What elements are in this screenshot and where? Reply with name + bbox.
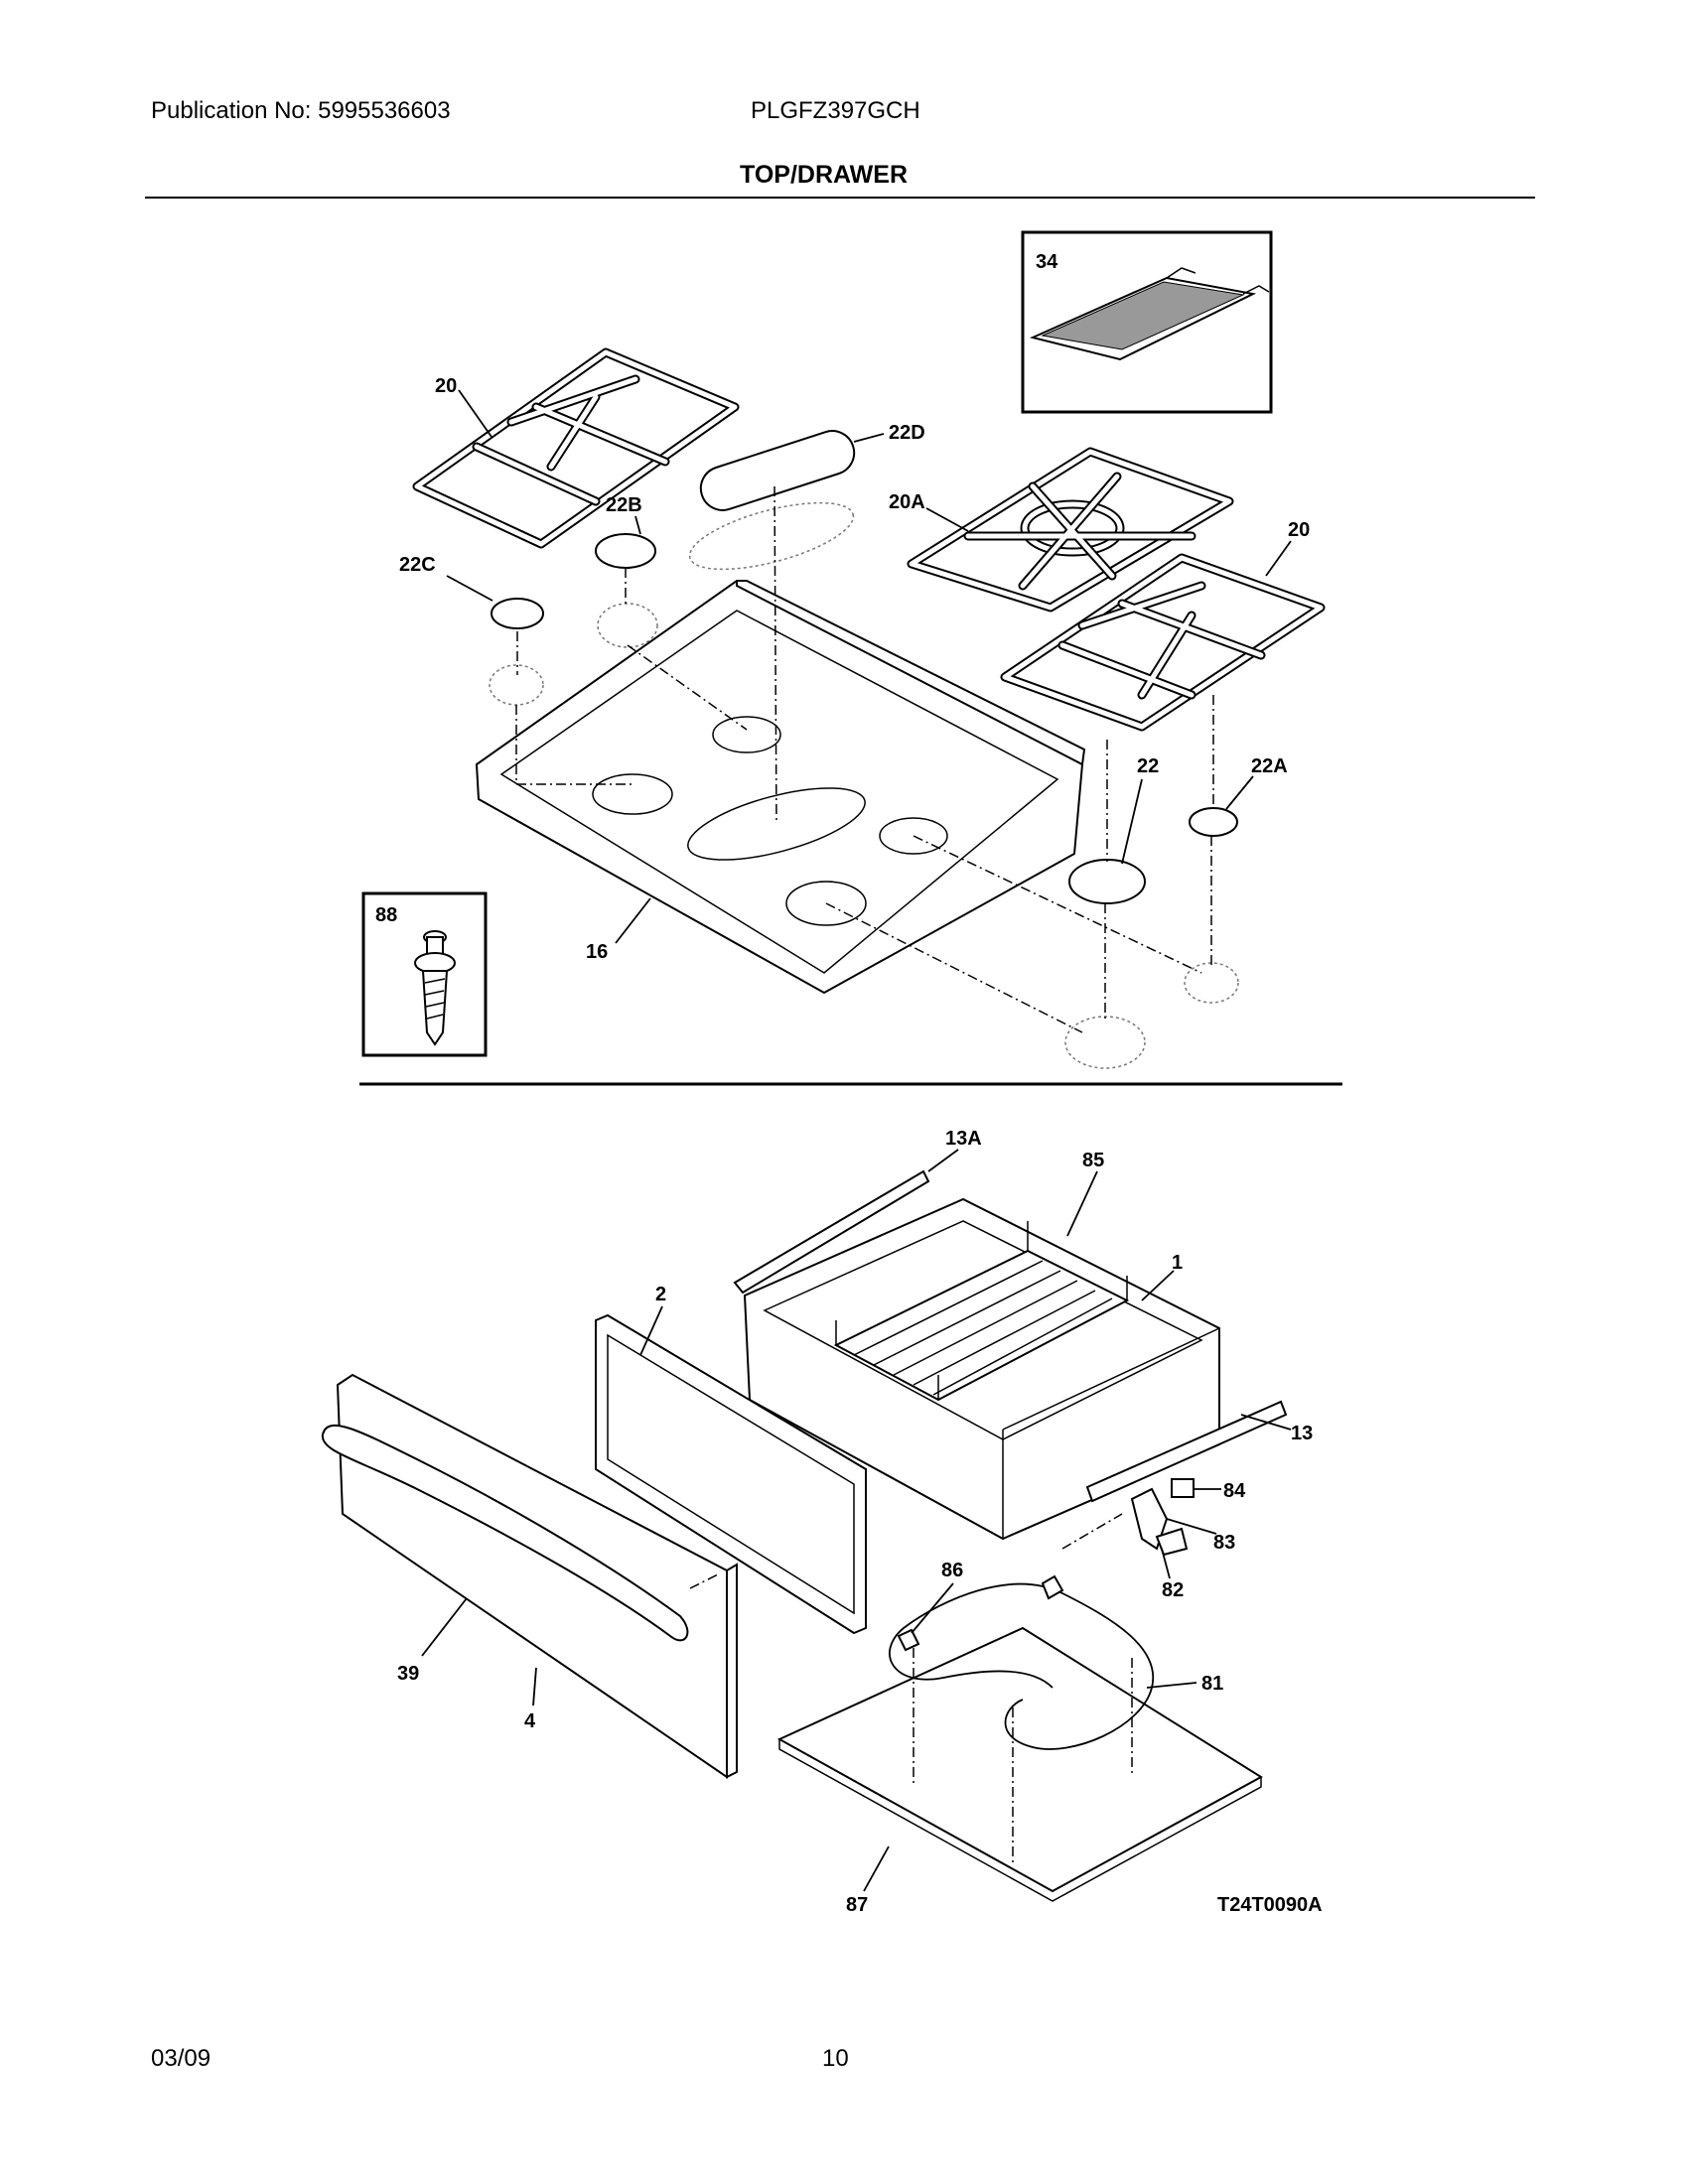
callout-87: 87 <box>846 1894 868 1916</box>
burner-head-ghost <box>1184 962 1239 1004</box>
assembly-line <box>774 485 777 825</box>
callout-20-right: 20 <box>1288 519 1310 541</box>
callout-20-left: 20 <box>435 375 457 397</box>
grate-center-right <box>907 447 1234 613</box>
drawer-slide-13 <box>1085 1400 1288 1503</box>
leader-line <box>1265 540 1292 577</box>
callout-82: 82 <box>1162 1579 1184 1601</box>
callout-22b: 22B <box>606 494 642 516</box>
callout-81: 81 <box>1201 1673 1223 1695</box>
leader-line <box>863 1845 890 1892</box>
callout-34: 34 <box>1036 251 1058 273</box>
leader-line <box>532 1667 537 1706</box>
callout-2: 2 <box>655 1284 666 1305</box>
callout-16: 16 <box>586 941 608 963</box>
assembly-line <box>689 1572 721 1589</box>
callout-22c: 22C <box>399 554 436 576</box>
callout-88: 88 <box>375 904 397 926</box>
publication-number: Publication No: 5995536603 <box>151 97 451 124</box>
bracket-86b <box>1041 1574 1064 1600</box>
burner-head-ghost <box>688 501 855 571</box>
drawer-bottom-plate <box>776 1626 1263 1902</box>
assembly-line <box>625 568 748 731</box>
burner-head-ghost <box>597 603 658 648</box>
leader-line <box>1146 1682 1197 1689</box>
grate-right <box>1000 553 1326 732</box>
footer-page-number: 10 <box>822 2045 849 2072</box>
burner-cap-22b <box>595 533 656 569</box>
drawer-rack <box>833 1221 1130 1402</box>
leader-line <box>925 507 969 532</box>
leader-line <box>1166 1518 1217 1535</box>
assembly-line <box>913 1648 1133 1866</box>
callout-13: 13 <box>1291 1423 1313 1444</box>
assembly-line <box>1210 695 1214 968</box>
burner-cap-22d <box>699 430 856 511</box>
grate-left <box>412 347 740 549</box>
callout-13a: 13A <box>945 1128 982 1150</box>
assembly-line <box>1061 1513 1123 1550</box>
leader-line <box>911 1582 954 1634</box>
drawing-id: T24T0090A <box>1217 1894 1323 1916</box>
callout-85: 85 <box>1082 1150 1104 1171</box>
callout-39: 39 <box>397 1663 419 1685</box>
screw-inset <box>361 891 488 1057</box>
leader-line <box>634 515 641 535</box>
header-divider <box>145 197 1535 199</box>
callout-1: 1 <box>1172 1252 1183 1274</box>
cooktop-main-top <box>475 579 1086 995</box>
leader-line <box>1161 1548 1171 1579</box>
callout-22d: 22D <box>889 422 925 444</box>
assembly-line <box>515 631 633 785</box>
leader-line <box>1066 1170 1098 1237</box>
footer-date: 03/09 <box>151 2045 211 2072</box>
burner-cap-22 <box>1068 859 1146 904</box>
bracket-84 <box>1171 1478 1195 1498</box>
model-number: PLGFZ397GCH <box>751 97 920 124</box>
griddle-inset <box>1021 230 1273 414</box>
leader-line <box>1121 778 1143 865</box>
burner-head-ghost <box>1064 1016 1146 1069</box>
callout-20a: 20A <box>889 491 925 513</box>
callout-86: 86 <box>941 1560 963 1581</box>
leader-line <box>446 575 493 602</box>
drawer-slide-13a <box>733 1169 930 1295</box>
leader-line <box>1240 1414 1292 1431</box>
heating-element <box>889 1582 1155 1750</box>
leader-line <box>458 389 492 438</box>
burner-cap-22c <box>491 598 544 629</box>
drawer-inner-panel <box>595 1313 867 1635</box>
section-title: TOP/DRAWER <box>740 161 908 189</box>
leader-line <box>853 433 885 443</box>
bracket-82 <box>1155 1527 1189 1557</box>
leader-line <box>615 897 651 944</box>
leader-line <box>927 1149 959 1172</box>
assembly-line <box>825 835 1202 1033</box>
assembly-line <box>1104 740 1108 1023</box>
bracket-86 <box>897 1628 920 1652</box>
leader-line <box>639 1305 663 1356</box>
leader-line <box>1225 775 1254 810</box>
callout-22: 22 <box>1137 755 1159 777</box>
leader-line <box>421 1597 468 1657</box>
burner-head-ghost <box>489 664 544 706</box>
callout-84: 84 <box>1223 1480 1246 1502</box>
callout-83: 83 <box>1213 1532 1235 1554</box>
drawer-front-panel <box>321 1373 738 1779</box>
callout-22a: 22A <box>1251 755 1288 777</box>
bracket-83 <box>1130 1487 1169 1551</box>
callout-4: 4 <box>524 1710 536 1732</box>
leader-line <box>1141 1270 1175 1301</box>
burner-cap-22a <box>1189 807 1238 837</box>
drawer-handle <box>321 1424 689 1642</box>
